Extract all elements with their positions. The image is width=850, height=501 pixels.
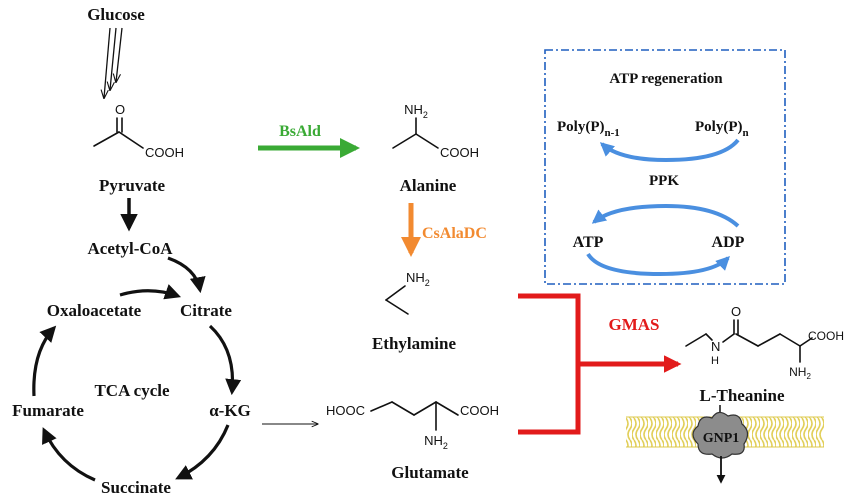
- theanine-label: L-Theanine: [699, 386, 784, 405]
- polyp-n-minus-1-label: Poly(P)n-1: [557, 119, 620, 139]
- pyruvate-structure: O COOH: [93, 102, 184, 160]
- adp-label: ADP: [712, 234, 745, 251]
- acetyl-coa-label: Acetyl-CoA: [88, 239, 174, 258]
- gmas-label: GMAS: [609, 315, 660, 334]
- gnp1-transporter: GNP1: [692, 411, 749, 459]
- svg-text:O: O: [731, 304, 741, 319]
- svg-text:NH2: NH2: [404, 102, 428, 120]
- glycolysis-multistep-arrow: [104, 27, 123, 98]
- svg-text:H: H: [711, 355, 719, 367]
- tca-cycle-label: TCA cycle: [94, 381, 170, 400]
- alanine-label: Alanine: [400, 176, 457, 195]
- pyruvate-label: Pyruvate: [99, 176, 166, 195]
- tca-cycle-arrows: [32, 256, 242, 482]
- glutamate-label: Glutamate: [391, 463, 469, 482]
- svg-text:NH2: NH2: [406, 270, 430, 288]
- akg-label: α-KG: [209, 401, 251, 420]
- atp-regeneration-title: ATP regeneration: [609, 71, 723, 87]
- svg-text:N: N: [711, 339, 720, 354]
- svg-text:COOH: COOH: [440, 145, 479, 160]
- svg-text:COOH: COOH: [460, 403, 499, 418]
- svg-text:HOOC: HOOC: [326, 403, 365, 418]
- fumarate-label: Fumarate: [12, 401, 84, 420]
- atp-regeneration-box: [544, 49, 786, 285]
- glutamate-structure: HOOC COOH NH2: [326, 401, 499, 451]
- theanine-structure: N H O COOH NH2: [685, 304, 844, 381]
- pyruvate-cooh: COOH: [145, 145, 184, 160]
- atp-label: ATP: [573, 234, 604, 251]
- oxaloacetate-label: Oxaloacetate: [47, 301, 142, 320]
- csaladc-label: CsAlaDC: [422, 225, 487, 242]
- gmas-bracket: [518, 293, 581, 435]
- alanine-structure: NH2 COOH: [392, 102, 479, 160]
- ethylamine-label: Ethylamine: [372, 334, 457, 353]
- gnp1-label: GNP1: [703, 431, 740, 446]
- glucose-label: Glucose: [87, 5, 145, 24]
- succinate-label: Succinate: [101, 478, 171, 497]
- svg-text:NH2: NH2: [789, 365, 811, 381]
- svg-text:COOH: COOH: [808, 329, 844, 343]
- ethylamine-structure: NH2: [385, 270, 430, 315]
- svg-text:NH2: NH2: [424, 433, 448, 451]
- ppk-label: PPK: [649, 173, 679, 189]
- pyruvate-oxygen: O: [115, 102, 125, 117]
- atp-cycle-arrows: [586, 138, 740, 277]
- bsald-label: BsAld: [279, 123, 321, 140]
- citrate-label: Citrate: [180, 301, 232, 320]
- polyp-n-label: Poly(P)n: [695, 119, 749, 139]
